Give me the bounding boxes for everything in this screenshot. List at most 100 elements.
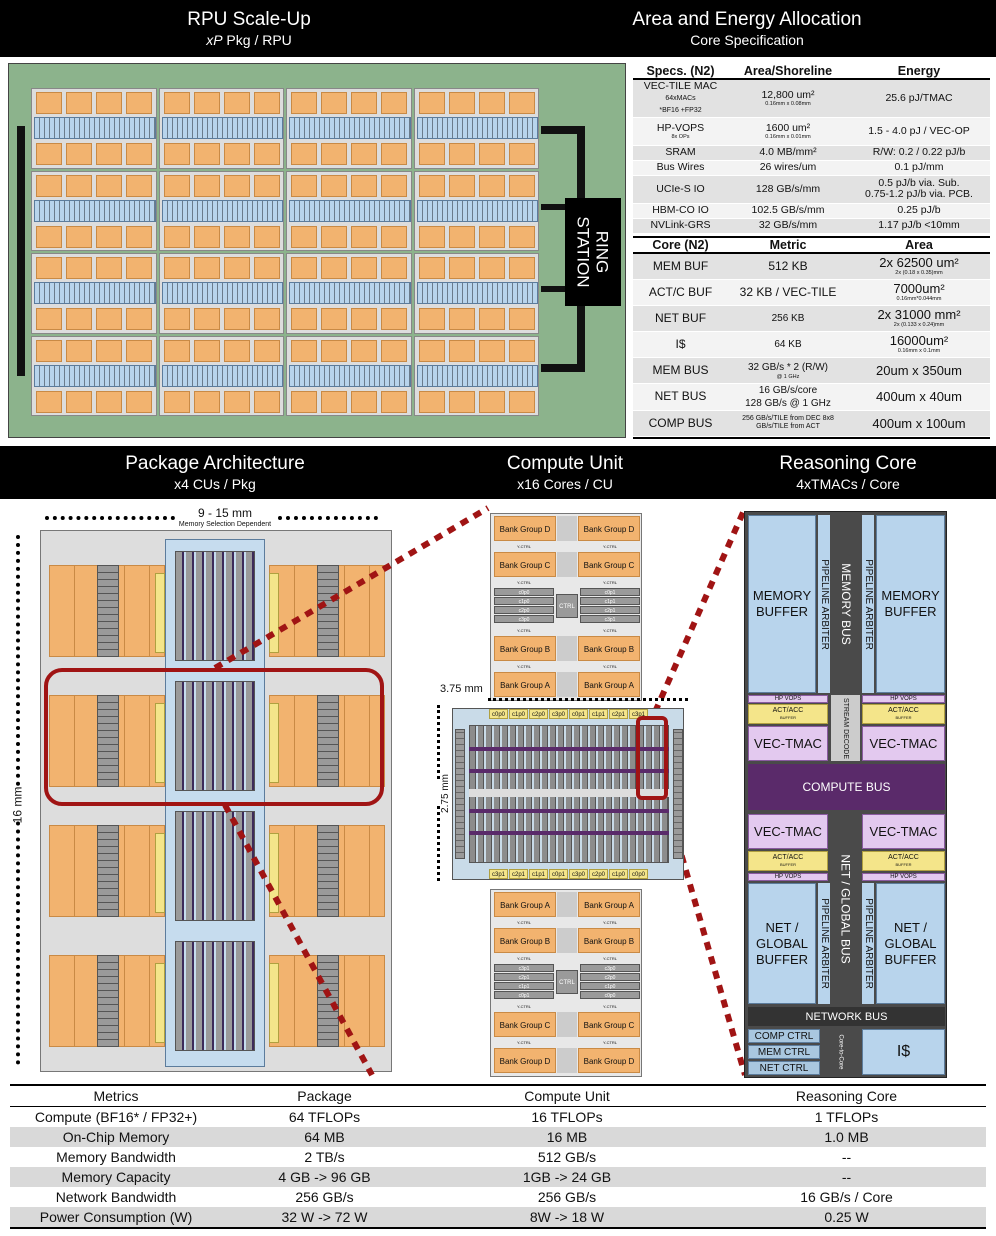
rpu-cu-bank [36,308,62,330]
rpu-cu-bank [126,174,152,197]
metrics-cell: Network Bandwidth [55,1189,177,1205]
rpu-cu-bank [163,390,190,413]
rpu-cu-bank [478,308,505,330]
metrics-cell: 4 GB -> 96 GB [222,1167,427,1187]
rpu-cu-bank [126,257,152,279]
metrics-table: Metrics Package Compute Unit Reasoning C… [10,1086,986,1227]
rc-pipe-arb-bot-left: PIPELINE ARBITER [818,883,830,1004]
spec-row: HBM-CO IO 102.5 GB/s/mm 0.25 pJ/b [633,203,990,219]
rpu-cu-bank [351,174,377,197]
pkg-hbm-phy [97,955,119,1047]
rpu-package [158,88,284,169]
rc-vec-tmac-tl: VEC-TMAC [748,726,828,761]
rpu-cu-bank [126,92,152,114]
cu-edge-left [455,729,465,859]
metrics-cell: Memory Bandwidth [56,1149,176,1165]
rpu-cu-bank [96,390,122,413]
cu-bot-core-slot: c1p0 [580,982,640,990]
metrics-cell: 16 MB [427,1127,707,1147]
metrics-cell: 32 W -> 72 W [222,1207,427,1227]
rpu-cu-bank [478,92,505,114]
rpu-cu-bank [66,225,92,248]
pkg-hbm-phy [97,565,119,657]
pkg-cu-core-array [175,811,255,921]
cu-bus-line [469,769,669,773]
cu-bot-core-slot: c2p0 [580,973,640,981]
spec-col-area: Area/Shoreline [728,64,848,80]
cu-core-label-bottom: c0p0 [629,869,648,879]
cu-bot-yctrl-right: Y-CTRL [602,920,618,925]
rpu-cu-bank [193,257,220,279]
cu-bot-yctrl-right: Y-CTRL [602,1040,618,1045]
rpu-cu-bank [163,92,190,114]
pkg-title: Package Architecture [125,453,305,474]
metrics-cell: Memory Capacity [10,1167,222,1187]
rpu-package [158,253,284,334]
rpu-cu-bank [253,174,280,197]
cu-bot-bank-right: Bank Group A [578,892,640,917]
rpu-package [286,253,412,334]
rpu-cu-core [161,199,283,222]
pkg-cu-core-array [175,941,255,1051]
rpu-package [286,170,412,251]
pkg-hbm-phy [317,565,339,657]
cu-bus-line [469,831,669,835]
rc-net-global-bus: NET / GLOBAL BUS [832,814,860,1004]
pkg-io [269,703,279,783]
cu-bot-xctrl [557,1012,577,1037]
metrics-col-cu: Compute Unit [524,1088,610,1104]
metrics-cell: 256 GB/s [537,1189,597,1205]
rpu-cu-bank [193,390,220,413]
rpu-cu-bank [321,390,347,413]
metrics-cell: 1GB -> 24 GB [427,1167,707,1187]
rc-hp-vops-tr: HP VOPS [862,695,945,703]
metrics-cell: 16 GB/s / Core [800,1189,893,1205]
spec-row: Bus Wires 26 wires/um 0.1 pJ/mm [633,160,990,176]
mid-header: Package Architecture x4 CUs / Pkg Comput… [0,446,996,499]
rpu-cu-bank [126,308,152,330]
cu-top-bank-right: Bank Group B [578,636,640,661]
rpu-cu-bank [478,174,505,197]
cu-top-bank-right: Bank Group D [578,516,640,541]
rpu-cu-bank [448,257,475,279]
spec-table-box: Specs. (N2) Area/Shoreline Energy VEC-TI… [633,64,990,234]
rpu-cu-bank [66,92,92,114]
rc-mem-buffer-right: MEMORY BUFFER [876,515,945,693]
cu-subtitle: x16 Cores / CU [517,476,613,492]
cu-top-core-slot: c2p1 [580,606,640,614]
rpu-cu-bank [381,225,407,248]
rpu-cu-bank [508,339,535,362]
cu-header: Compute Unit x16 Cores / CU [430,446,700,499]
rpu-cu-bank [291,92,317,114]
rpu-cu-bank [478,390,505,413]
cu-core-label-bottom: c3p1 [489,869,508,879]
rpu-cu-bank [381,92,407,114]
cu-bot-ctrl: CTRL [556,970,578,994]
cu-bus-line [469,809,669,813]
rpu-header: RPU Scale-Up xP Pkg / RPU [0,0,498,57]
spec-col-energy: Energy [848,64,990,80]
pkg-io [269,963,279,1043]
rpu-cu-bank [36,143,62,165]
rpu-cu-bank [163,174,190,197]
cu-top-xctrl [557,672,577,697]
rpu-package [31,88,157,169]
rc-subtitle: 4xTMACs / Core [796,476,900,492]
rpu-cu-bank [223,308,250,330]
rpu-cu-bank [163,257,190,279]
rc-pipe-arb-top-left: PIPELINE ARBITER [818,515,830,693]
rpu-cu-bank [291,174,317,197]
metrics-cell: -- [707,1167,986,1187]
rpu-cu-core [161,282,283,304]
area-title: Area and Energy Allocation [632,9,862,30]
rc-icache: I$ [862,1029,945,1075]
rc-die: MEMORY BUFFER PIPELINE ARBITER MEMORY BU… [744,511,947,1078]
rpu-cu-bank [418,174,445,197]
cu-top-core-slot: c0p1 [580,588,640,596]
metrics-cell: 64 TFLOPs [288,1109,361,1125]
rc-hp-vops-br: HP VOPS [862,873,945,881]
